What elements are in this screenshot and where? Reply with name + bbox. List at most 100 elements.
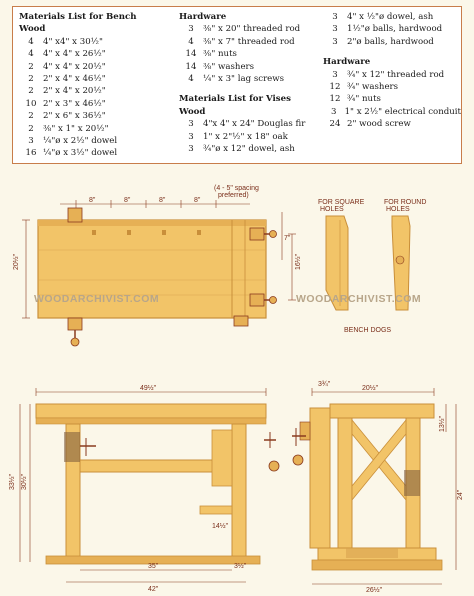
list-item: 3 ¾"ø x 12" dowel, ash (179, 143, 329, 155)
item-quantity: 3 (332, 24, 338, 35)
item-description: 4" x 4" x 26½" (43, 49, 106, 60)
list-item: 3 1" x 2½" electrical conduit (323, 106, 461, 118)
front-bottom-b-dim: 42" (148, 586, 159, 593)
bench-materials-column: Materials List for Bench Wood 4 4" x4" x … (19, 11, 169, 160)
item-quantity: 3 (332, 12, 338, 22)
item-quantity: 14 (185, 61, 197, 72)
bench-materials-title: Materials List for Bench (19, 12, 137, 22)
item-description: ¾" nuts (347, 94, 381, 105)
hardware-heading-1: Hardware (179, 12, 227, 22)
item-description: ⅜" nuts (203, 49, 237, 60)
item-description: 4" x ½"ø dowel, ash (347, 12, 434, 22)
item-description: ¾" x 12" threaded rod (347, 69, 445, 80)
item-quantity: 3 (332, 69, 338, 80)
item-quantity: 10 (25, 98, 37, 109)
top-spacing-3: 8" (159, 197, 166, 204)
list-item: 14 ⅜" nuts (179, 48, 329, 60)
round-holes-label-1: FOR ROUND (384, 199, 426, 206)
list-item: 2 2" x 6" x 36½" (19, 110, 169, 122)
list-item: 3 1½"ø balls, hardwood (323, 23, 461, 35)
spacing-note-line1: (4 - 5" spacing (214, 185, 259, 192)
item-description: 2"ø balls, hardwood (347, 36, 434, 47)
item-description: 1" x 2"½" x 18" oak (203, 131, 288, 142)
top-right-dim: 16½" (294, 253, 302, 270)
item-quantity: 12 (329, 82, 341, 93)
front-right-dim: 3½" (234, 562, 247, 570)
item-description: 2" x 6" x 36½" (43, 111, 106, 122)
side-top-a-dim: 3¾" (318, 381, 331, 388)
item-quantity: 4 (188, 74, 194, 85)
item-quantity: 16 (25, 148, 37, 159)
list-item: 4 4" x 4" x 26½" (19, 48, 169, 60)
item-description: ¼"ø x 2½" dowel (43, 136, 118, 147)
list-item: 2 2" x 4" x 46½" (19, 73, 169, 85)
watermark-left: WOODARCHIVIST.COM (34, 293, 159, 305)
item-description: ⅜" x 20" threaded rod (203, 24, 301, 35)
item-description: ¾" washers (347, 82, 399, 93)
item-description: 1" x 2½" electrical conduit (344, 106, 461, 117)
workbench-drawings: 8" 8" 8" 8" (4 - 5" spacing preferred) 2… (8, 185, 464, 594)
item-quantity: 24 (329, 119, 341, 130)
item-quantity: 2 (28, 74, 34, 85)
vises-materials-title: Materials List for Vises (179, 94, 291, 105)
item-quantity: 3 (331, 106, 337, 117)
item-quantity: 3 (28, 136, 34, 147)
spacing-note-line2: preferred) (218, 192, 249, 199)
side-right-dim: 13½" (438, 415, 446, 432)
list-item: 4 4" x4" x 30½" (19, 36, 169, 48)
vises-wood-heading: Wood (179, 106, 206, 117)
bench-dogs-label: BENCH DOGS (344, 327, 391, 334)
top-spacing-4: 8" (194, 197, 201, 204)
bench-dogs-drawing: FOR SQUARE HOLES FOR ROUND HOLES BENCH D… (318, 199, 426, 334)
list-item: 3 ¾" x 12" threaded rod (323, 69, 461, 81)
materials-list-box: Materials List for Bench Wood 4 4" x4" x … (12, 6, 462, 164)
square-holes-label-2: HOLES (320, 206, 344, 213)
item-quantity: 3 (188, 144, 194, 155)
item-quantity: 2 (28, 111, 34, 122)
item-quantity: 14 (185, 49, 197, 60)
item-quantity: 3 (188, 131, 194, 142)
list-item: 2 4" x 4" x 20½" (19, 61, 169, 73)
side-top-b-dim: 20½" (362, 384, 379, 392)
item-quantity: 4 (28, 36, 34, 47)
item-quantity: 2 (28, 61, 34, 72)
front-view-drawing: 49½" 33½" 30½" 35" 42" 3½" 14½" (8, 384, 280, 593)
top-depth-dim: 20½" (12, 253, 20, 270)
item-description: 2" x 4" x 46½" (43, 74, 106, 85)
item-description: 4" x4" x 30½" (43, 36, 103, 47)
front-width-dim: 49½" (140, 384, 157, 392)
item-description: 2" x 4" x 20½" (43, 86, 106, 97)
front-height-b-dim: 30½" (20, 473, 28, 490)
front-mid-dim: 14½" (212, 522, 229, 530)
item-description: ¾"ø x 12" dowel, ash (203, 144, 295, 155)
list-item: 12 ¾" washers (323, 81, 461, 93)
item-description: ⅜" washers (203, 61, 255, 72)
side-view-drawing: 3¾" 20½" 13½" 24" 26½" (292, 381, 464, 594)
item-quantity: 4 (28, 49, 34, 60)
item-description: ⅜" x 7" threaded rod (203, 36, 295, 47)
side-bottom-dim: 26½" (366, 586, 383, 594)
vises-continued-column: 3 4" x ½"ø dowel, ash 3 1½"ø balls, hardwoo… (323, 11, 461, 131)
item-description: 1½"ø balls, hardwood (347, 24, 443, 35)
list-item: 3 4" x ½"ø dowel, ash (323, 11, 461, 23)
item-description: 2" wood screw (347, 119, 411, 130)
item-quantity: 2 (28, 123, 34, 134)
list-item: 3 ¼"ø x 2½" dowel (19, 135, 169, 147)
item-description: 4" x 4" x 20½" (43, 61, 106, 72)
bench-wood-heading: Wood (19, 24, 46, 35)
top-side-dim: 7" (284, 235, 291, 242)
front-height-a-dim: 33½" (8, 473, 16, 490)
side-right2-dim: 24" (457, 489, 464, 500)
